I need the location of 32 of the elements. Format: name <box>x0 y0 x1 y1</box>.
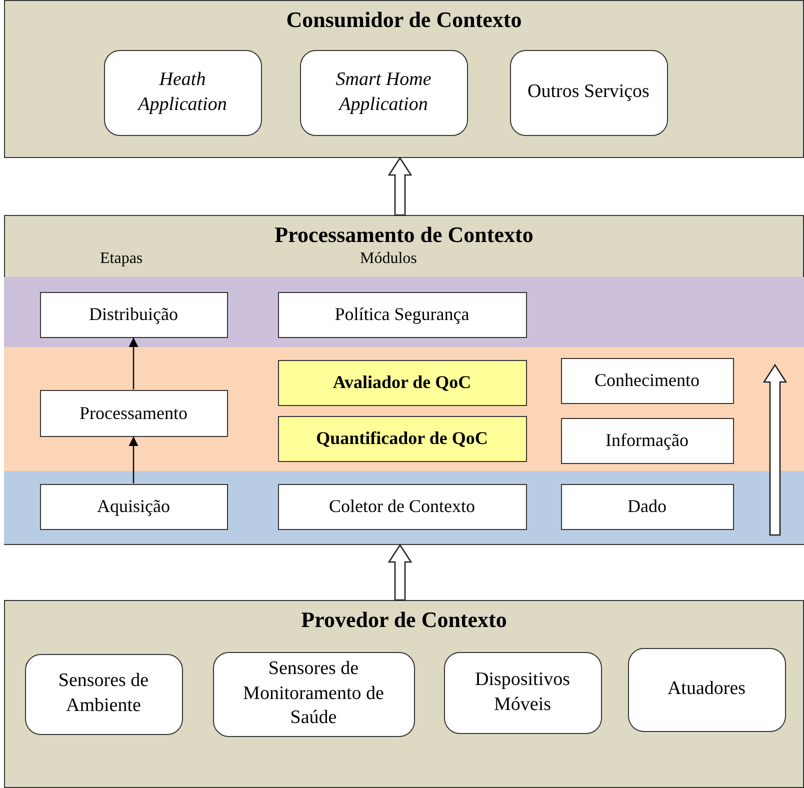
block-arrow <box>388 544 412 601</box>
layer-panel <box>4 215 804 545</box>
process-box: Processamento <box>40 390 228 436</box>
layer-title: Consumidor de Contexto <box>285 7 523 33</box>
arrow <box>128 436 138 484</box>
rounded-box: Smart Home Application <box>300 50 468 136</box>
block-arrow <box>388 156 412 216</box>
arrow <box>128 338 138 390</box>
process-box: Aquisição <box>40 484 228 530</box>
layer-title: Provedor de Contexto <box>300 607 508 633</box>
rounded-box: Atuadores <box>628 648 786 732</box>
process-box: Coletor de Contexto <box>278 484 526 530</box>
layer-band <box>4 346 804 470</box>
rounded-box: Sensores de Monitoramento de Saúde <box>212 652 414 736</box>
rounded-box: Dispositivos Móveis <box>444 652 602 734</box>
process-box: Política Segurança <box>278 292 526 338</box>
rounded-box: Heath Application <box>104 50 262 136</box>
process-box: Avaliador de QoC <box>278 360 526 406</box>
layer-band <box>4 470 804 544</box>
rounded-box: Sensores de Ambiente <box>24 654 182 734</box>
process-box: Informação <box>560 418 734 464</box>
layer-panel <box>4 600 804 788</box>
process-box: Conhecimento <box>560 358 734 404</box>
column-heading: Etapas <box>100 250 143 268</box>
layer-panel <box>4 0 804 158</box>
process-box: Distribuição <box>40 292 228 338</box>
process-box: Dado <box>560 484 734 530</box>
layer-title: Processamento de Contexto <box>274 222 534 248</box>
column-heading: Módulos <box>360 250 417 268</box>
process-box: Quantificador de QoC <box>278 416 526 462</box>
rounded-box: Outros Serviços <box>510 50 668 136</box>
layer-band <box>4 276 804 346</box>
